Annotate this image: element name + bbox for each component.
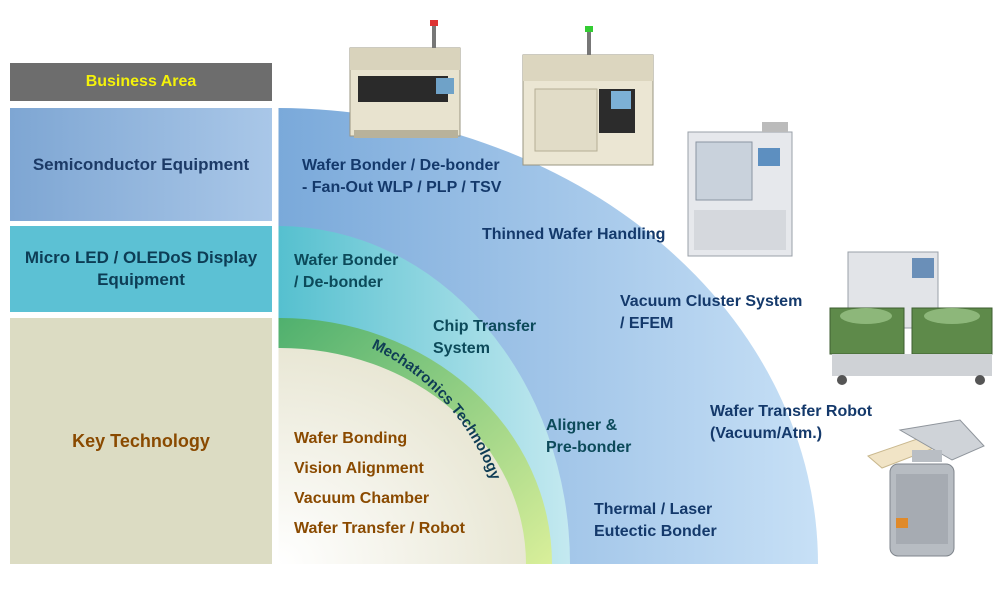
business-area-header: Business Area [10, 63, 272, 101]
wafer-bonder-machine-icon [349, 20, 461, 138]
thinned-wafer-label: Thinned Wafer Handling [482, 226, 666, 243]
semiconductor-equipment-row: Semiconductor Equipment [10, 108, 272, 221]
key-tech-item: Vision Alignment [294, 460, 424, 477]
thinned-wafer-handling-machine-icon [687, 122, 793, 257]
key-technology-core [278, 347, 526, 564]
micro-led-display-row: Micro LED / OLEDoS Display Equipment [10, 226, 272, 312]
wafer-transfer-robot-icon [867, 419, 985, 557]
key-tech-item: Wafer Transfer / Robot [294, 520, 465, 537]
wafer-bonder-label: Wafer Bonder / De-bonder - Fan-Out WLP /… [302, 157, 502, 196]
thermal-laser-label: Thermal / Laser Eutectic Bonder [594, 501, 717, 540]
aligner-label: Aligner & Pre-bonder [546, 417, 632, 456]
vacuum-cluster-system-icon [829, 251, 993, 385]
micro-led-label-line1: Micro LED / OLEDoS Display [24, 248, 258, 267]
micro-led-label-line2: Equipment [97, 270, 185, 289]
vacuum-cluster-label: Vacuum Cluster System / EFEM [620, 293, 803, 332]
wafer-transfer-robot-label: Wafer Transfer Robot (Vacuum/Atm.) [710, 403, 873, 442]
key-tech-item: Wafer Bonding [294, 430, 408, 447]
micro-wafer-bonder-label: Wafer Bonder / De-bonder [294, 252, 399, 291]
wafer-debonder-machine-icon [522, 26, 654, 166]
chip-transfer-label: Chip Transfer System [433, 318, 537, 357]
key-tech-item: Vacuum Chamber [294, 490, 430, 507]
key-technology-row: Key Technology [10, 318, 272, 564]
